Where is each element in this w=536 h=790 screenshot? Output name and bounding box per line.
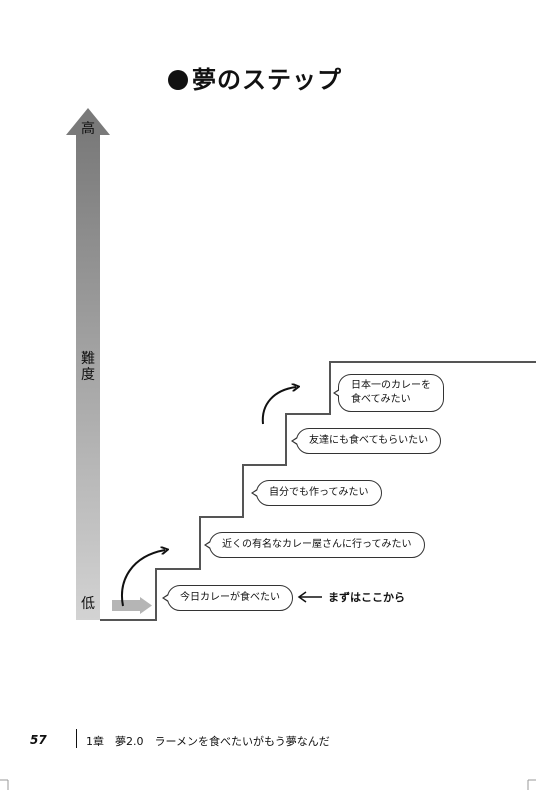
step-label: 自分でも作ってみたい: [269, 487, 369, 498]
difficulty-axis-arrowhead: [66, 108, 110, 135]
axis-label-high: 高: [81, 121, 95, 137]
diagram-title: 夢のステップ: [168, 60, 342, 95]
step-up-arrow-icon: [121, 550, 165, 607]
start-pointer-head-icon: [297, 591, 307, 603]
axis-label-low: 低: [81, 596, 95, 612]
step-label-line-2: 食べてみたい: [351, 394, 411, 405]
bullet-icon: [168, 70, 188, 90]
staircase-line: [100, 361, 536, 621]
step-label: 近くの有名なカレー屋さんに行ってみたい: [222, 539, 412, 550]
step-up-arrow-icon: [261, 387, 296, 425]
axis-label-difficulty-2: 度: [81, 367, 95, 383]
axis-label-difficulty-1: 難: [81, 351, 95, 367]
step-label: 今日カレーが食べたい: [180, 592, 280, 603]
step-bubble-5: 日本一のカレーを 食べてみたい: [333, 374, 444, 412]
step-bubble-3: 自分でも作ってみたい: [251, 480, 382, 506]
low-pointer-bar: [112, 600, 142, 611]
chapter-running-head: 1章 夢2.0 ラーメンを食べたいがもう夢なんだ: [86, 735, 330, 748]
start-note: まずはここから: [328, 591, 405, 604]
difficulty-axis-bar: [76, 134, 100, 620]
diagram-title-text: 夢のステップ: [192, 66, 342, 94]
step-bubble-2: 近くの有名なカレー屋さんに行ってみたい: [204, 532, 425, 558]
step-bubble-1: 今日カレーが食べたい: [162, 585, 293, 611]
step-bubble-4: 友達にも食べてもらいたい: [290, 428, 442, 454]
step-label: 友達にも食べてもらいたい: [309, 435, 429, 446]
low-pointer-head: [140, 597, 152, 614]
step-label-line-1: 日本一のカレーを: [351, 380, 431, 391]
footer-divider: [76, 729, 77, 748]
page-number: 57: [30, 733, 47, 747]
